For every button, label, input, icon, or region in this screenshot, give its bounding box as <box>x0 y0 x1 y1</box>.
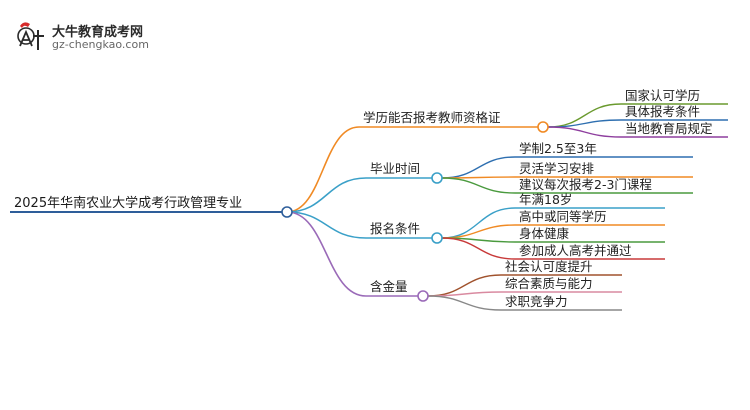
leaf-node: 参加成人高考并通过 <box>519 243 632 258</box>
leaf-edge <box>441 237 516 260</box>
leaf-node: 学制2.5至3年 <box>519 141 597 156</box>
branch-node: 报名条件 <box>370 221 420 236</box>
branch-edge <box>286 211 367 297</box>
ox-logo-icon <box>17 22 44 50</box>
leaf-edge <box>441 156 516 179</box>
leaf-edge <box>441 224 516 239</box>
leaf-edge <box>427 295 502 311</box>
branch-edge <box>286 211 367 239</box>
leaf-edge <box>441 177 516 194</box>
branch-node: 毕业时间 <box>370 161 420 176</box>
branch-edge <box>286 126 360 213</box>
leaf-edge <box>547 126 622 138</box>
branch-node: 含金量 <box>370 279 408 294</box>
leaf-node: 求职竞争力 <box>505 294 568 309</box>
leaf-edge <box>427 291 502 297</box>
branch-connector-dot[interactable] <box>537 121 549 133</box>
root-node: 2025年华南农业大学成考行政管理专业 <box>14 195 242 211</box>
leaf-node: 灵活学习安排 <box>519 161 595 176</box>
root-connector-dot[interactable] <box>281 206 293 218</box>
leaf-node: 建议每次报考2-3门课程 <box>519 177 652 192</box>
branch-connector-dot[interactable] <box>431 172 443 184</box>
branch-edge <box>286 177 367 213</box>
logo-url: gz-chengkao.com <box>52 38 149 51</box>
site-logo[interactable]: 大牛教育成考网 gz-chengkao.com <box>14 18 204 58</box>
leaf-node: 国家认可学历 <box>625 88 700 103</box>
leaf-node: 高中或同等学历 <box>519 209 607 224</box>
branch-connector-dot[interactable] <box>431 232 443 244</box>
leaf-node: 身体健康 <box>519 226 570 241</box>
leaf-node: 具体报考条件 <box>625 104 700 119</box>
logo-title: 大牛教育成考网 <box>52 25 144 40</box>
leaf-node: 当地教育局规定 <box>625 121 713 136</box>
leaf-node: 综合素质与能力 <box>505 276 593 291</box>
leaf-node: 社会认可度提升 <box>505 259 593 274</box>
branch-node: 学历能否报考教师资格证 <box>363 110 501 125</box>
leaf-node: 年满18岁 <box>519 192 572 207</box>
branch-connector-dot[interactable] <box>417 290 429 302</box>
leaf-edge <box>441 207 516 239</box>
